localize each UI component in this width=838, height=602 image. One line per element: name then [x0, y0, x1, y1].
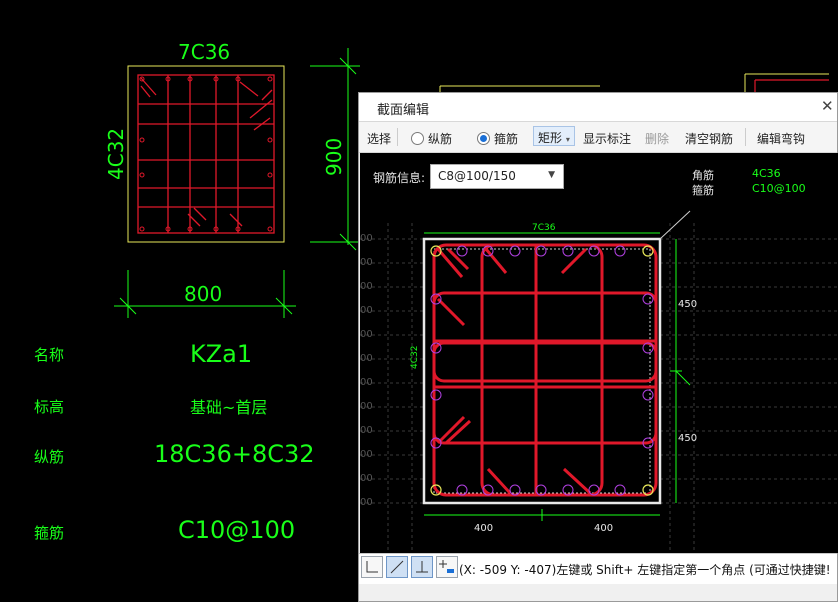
grid-label: 00	[360, 281, 373, 292]
section-drawing	[360, 210, 838, 553]
shape-dropdown[interactable]: 矩形 ▾	[533, 126, 575, 146]
grid-label: 00	[360, 401, 373, 412]
grid-label: 00	[360, 257, 373, 268]
grid-label: 00	[360, 353, 373, 364]
cad-drawing	[114, 48, 829, 318]
grid-label: 00	[360, 473, 373, 484]
steel-info-select[interactable]: C8@100/150 ▼	[430, 164, 564, 189]
grid-label: 00	[360, 497, 373, 508]
grid-label: 00	[360, 329, 373, 340]
grid-label: 00	[360, 305, 373, 316]
section-top-label: 7C36	[532, 223, 556, 233]
column-outline	[127, 65, 285, 243]
cad-width-dim: 800	[184, 282, 223, 306]
dialog-title: 截面编辑	[377, 103, 430, 118]
clear-rebar-button[interactable]: 清空钢筋	[685, 132, 734, 146]
diagonal-line-icon	[390, 560, 404, 574]
cad-prop-label: 名称	[34, 346, 65, 364]
status-message: (X: -509 Y: -407)左键或 Shift+ 左键指定第一个角点 (可…	[459, 563, 831, 577]
perpendicular-icon	[416, 561, 428, 573]
section-edit-dialog: 截面编辑 ✕ 选择 纵筋 箍筋 矩形 ▾ 显示标注 删除 清空钢筋 编辑弯钩	[358, 92, 838, 602]
cad-prop-label: 标高	[34, 398, 65, 416]
dim-bottom-left: 400	[474, 523, 494, 534]
plus-icon	[439, 560, 454, 573]
cad-prop-value: 基础~首层	[190, 398, 268, 417]
section-canvas[interactable]: 钢筋信息: C8@100/150 ▼ 角筋 4C36 箍筋 C10@100 7C…	[360, 153, 838, 553]
grid-label: 00	[360, 377, 373, 388]
dim-right-upper: 450	[678, 299, 698, 310]
cad-side-rebar-label: 4C32	[104, 127, 128, 180]
delete-button[interactable]: 删除	[645, 132, 670, 146]
stirrup-radio[interactable]: 箍筋	[477, 130, 518, 147]
cad-top-rebar-label: 7C36	[178, 40, 231, 64]
edit-hooks-button[interactable]: 编辑弯钩	[757, 132, 806, 146]
longitudinal-label: 纵筋	[428, 132, 453, 146]
add-point-button[interactable]	[436, 556, 458, 578]
stirrup-info-label: 箍筋	[692, 184, 714, 197]
select-button[interactable]: 选择	[367, 132, 392, 146]
section-left-label: 4C32	[410, 345, 420, 369]
chevron-down-icon: ▾	[565, 135, 570, 144]
ortho-snap-button[interactable]	[361, 556, 383, 578]
status-bar: (X: -509 Y: -407)左键或 Shift+ 左键指定第一个角点 (可…	[359, 553, 837, 584]
longitudinal-rebars	[430, 245, 654, 496]
cad-prop-label: 箍筋	[34, 524, 65, 542]
grid-label: 00	[360, 425, 373, 436]
grid-label: 00	[360, 449, 373, 460]
longitudinal-radio[interactable]: 纵筋	[411, 130, 452, 147]
corner-rebar-label: 角筋	[692, 169, 714, 182]
cad-height-dim: 900	[322, 137, 346, 176]
corner-rebars	[430, 245, 654, 496]
cad-dimensions	[114, 48, 360, 318]
perpendicular-snap-button[interactable]	[411, 556, 433, 578]
radio-checked-icon	[477, 132, 490, 145]
corner-rebar-value: 4C36	[752, 167, 781, 180]
cad-prop-value: C10@100	[178, 516, 296, 544]
dim-bottom-right: 400	[594, 523, 614, 534]
close-icon[interactable]: ✕	[821, 97, 834, 115]
steel-info-value: C8@100/150	[438, 169, 516, 183]
column-rebar-dots	[139, 76, 273, 232]
cad-prop-label: 纵筋	[34, 448, 65, 466]
dialog-titlebar[interactable]: 截面编辑 ✕	[359, 93, 837, 122]
radio-icon	[411, 132, 424, 145]
section-dimensions	[424, 210, 691, 521]
show-labels-button[interactable]: 显示标注	[583, 132, 632, 146]
stirrup-label: 箍筋	[494, 132, 519, 146]
cad-prop-value: 18C36+8C32	[154, 440, 315, 468]
ortho-icon	[366, 561, 378, 573]
chevron-down-icon: ▼	[548, 170, 555, 180]
dim-right-lower: 450	[678, 433, 698, 444]
column-rebar-cage	[137, 74, 275, 234]
cad-prop-value: KZa1	[190, 340, 253, 368]
grid-label: 00	[360, 233, 373, 244]
steel-info-label: 钢筋信息:	[373, 171, 426, 185]
line-snap-button[interactable]	[386, 556, 408, 578]
section-outline	[422, 237, 662, 505]
dialog-toolbar: 选择 纵筋 箍筋 矩形 ▾ 显示标注 删除 清空钢筋 编辑弯钩	[359, 122, 837, 153]
stirrup-info-value: C10@100	[752, 182, 806, 195]
shape-label: 矩形	[538, 131, 563, 145]
